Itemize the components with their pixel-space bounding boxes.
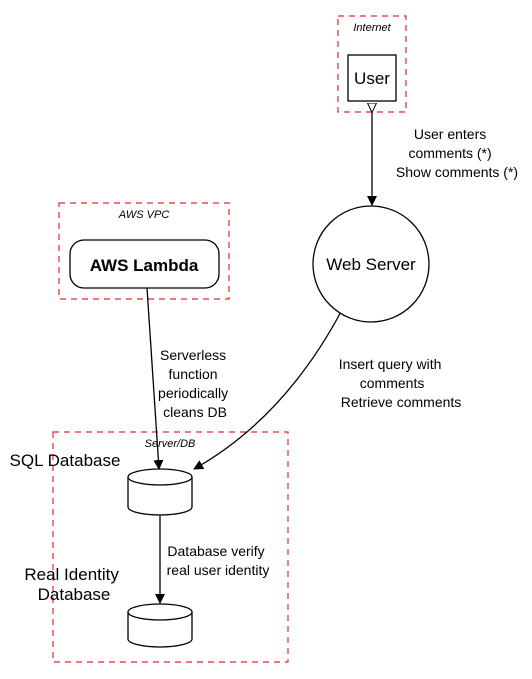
zone-server-db-title: Server/DB — [145, 438, 196, 450]
edge-lambda-sql-label-line-1: Serverless — [160, 347, 226, 363]
node-aws-lambda-label: AWS Lambda — [90, 256, 199, 275]
edge-lambda-sql-label-line-3: periodically — [158, 385, 228, 401]
node-real-identity-database-top — [127, 603, 193, 621]
edge-user-web: User enters comments (*) Show comments (… — [372, 112, 518, 205]
zone-server-db-boundary — [52, 431, 289, 663]
node-sql-database-label: SQL Database — [10, 451, 121, 470]
edge-web-sql-line — [194, 308, 343, 470]
edge-lambda-sql-line — [146, 287, 164, 470]
edge-sql-identity-label-line-1: Database verify — [167, 543, 264, 559]
node-aws-lambda-box — [69, 239, 220, 289]
edge-sql-identity-label: Database verify real user identity — [167, 543, 270, 578]
edge-lambda-sql-label-line-4: cleans DB — [163, 404, 227, 420]
edge-web-sql-label-line-3: Retrieve comments — [341, 394, 462, 410]
edge-web-sql-label: Insert query with comments Retrieve comm… — [339, 356, 462, 410]
edge-web-sql-label-line-2: comments — [360, 375, 425, 391]
edge-lambda-sql-label: Serverless function periodically cleans … — [158, 347, 232, 420]
node-user-box — [347, 54, 397, 102]
node-real-identity-database-label-line-1: Real Identity — [24, 565, 119, 584]
edge-lambda-sql-label-line-2: function — [169, 366, 218, 382]
edge-web-sql: Insert query with comments Retrieve comm… — [194, 308, 462, 470]
node-sql-database-top — [127, 468, 193, 486]
edge-sql-identity: Database verify real user identity — [155, 515, 270, 604]
edge-web-sql-label-line-1: Insert query with — [339, 356, 442, 372]
edge-user-web-label-line-1: User enters — [414, 126, 486, 142]
zone-internet-title: Internet — [353, 22, 391, 34]
edge-user-web-label: User enters comments (*) Show comments (… — [396, 126, 518, 180]
node-web-server-circle — [312, 205, 430, 323]
node-real-identity-database-label-line-2: Database — [38, 585, 111, 604]
zone-aws-vpc-title: AWS VPC — [118, 209, 170, 221]
node-web-server: Web Server — [312, 205, 430, 323]
node-sql-database-cylinder — [127, 477, 193, 516]
edge-user-web-label-line-2: comments (*) — [408, 145, 491, 161]
node-sql-database: SQL Database — [10, 451, 193, 516]
zone-aws-vpc: AWS VPC — [58, 202, 230, 300]
node-real-identity-database-label: Real Identity Database — [24, 565, 123, 604]
edge-user-web-label-line-3: Show comments (*) — [396, 164, 518, 180]
node-user: User — [347, 54, 397, 102]
node-web-server-label: Web Server — [326, 255, 416, 274]
edge-sql-identity-label-line-2: real user identity — [167, 562, 270, 578]
node-real-identity-database: Real Identity Database — [24, 565, 193, 648]
zone-aws-vpc-boundary — [58, 202, 230, 300]
node-user-label: User — [354, 69, 390, 88]
node-real-identity-database-cylinder — [127, 612, 193, 648]
node-aws-lambda: AWS Lambda — [69, 239, 220, 289]
